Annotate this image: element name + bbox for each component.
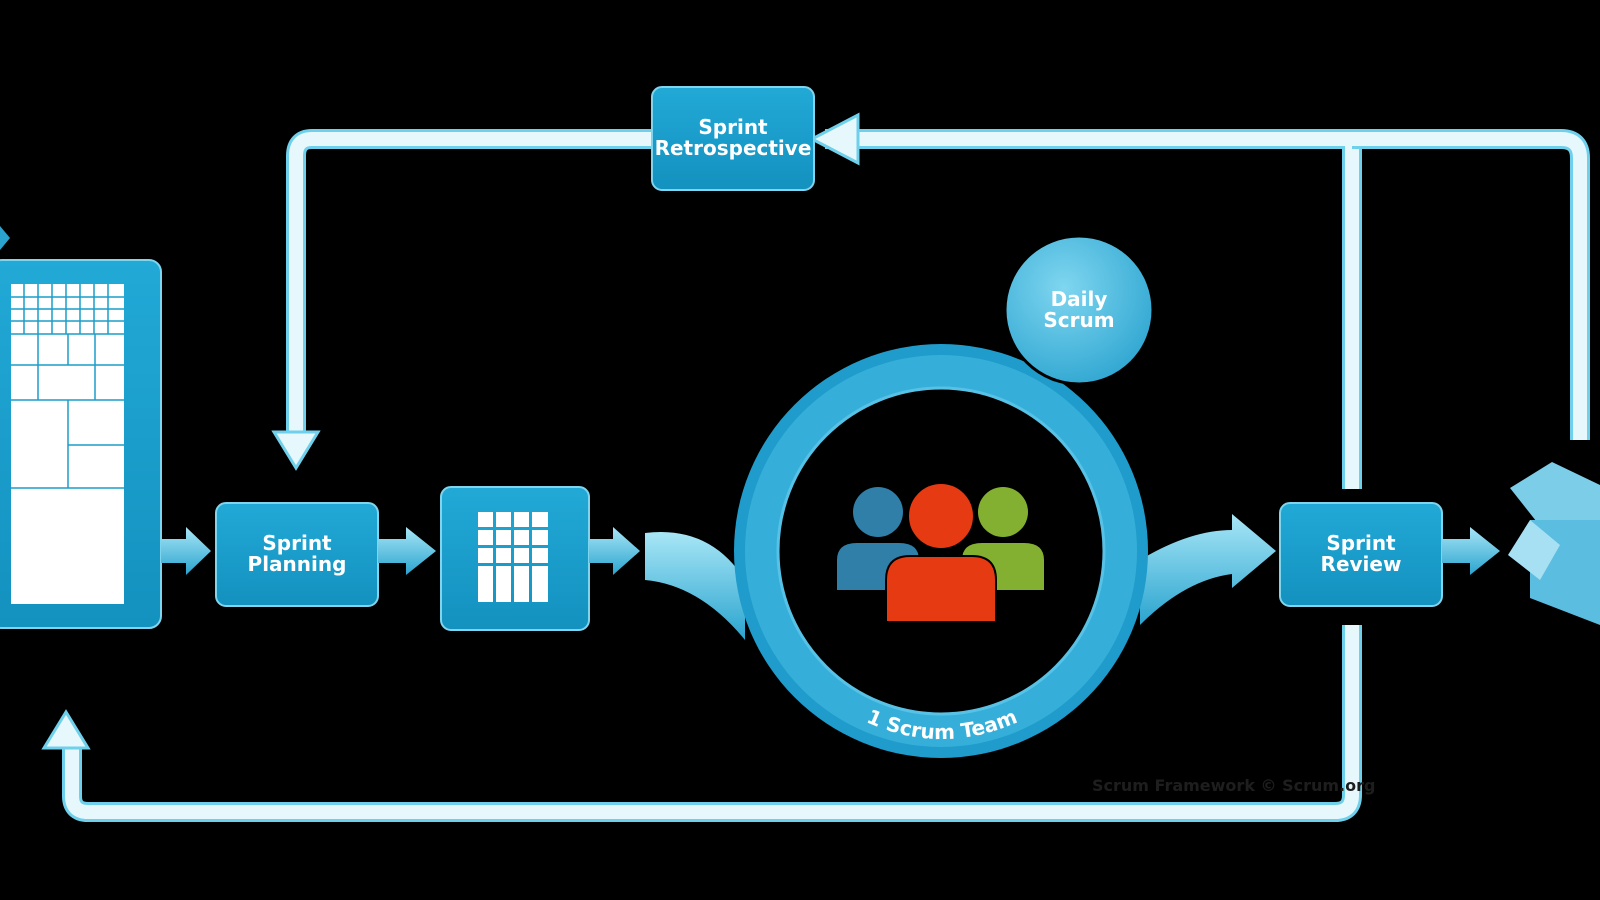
scrum-team-icon bbox=[837, 482, 1044, 623]
sprint-backlog-label: Sprint Backlog bbox=[470, 641, 559, 692]
arrow-backlog-to-planning bbox=[161, 527, 211, 575]
product-backlog-label: Product Backlog bbox=[24, 641, 113, 692]
sprint-backlog-icon bbox=[440, 486, 590, 631]
copyright-credit: Scrum Framework © Scrum.org bbox=[1092, 776, 1376, 795]
retrospective-loop-arrow bbox=[271, 112, 1590, 489]
daily-scrum-label: Daily Scrum bbox=[1043, 287, 1115, 332]
arrow-planning-to-sprint-backlog bbox=[378, 527, 436, 575]
sprint-retrospective-box bbox=[651, 86, 815, 191]
sprint-review-label: Sprint Review bbox=[1320, 531, 1402, 576]
backlog-refinement-loop-arrow bbox=[41, 625, 1362, 822]
sprint-cycle-ring bbox=[734, 344, 1148, 758]
flow-arrows bbox=[161, 527, 1500, 575]
product-backlog-icon bbox=[0, 259, 162, 629]
increment-label: Increm bbox=[1535, 641, 1600, 665]
sprint-retrospective-label: Sprint Retrospective bbox=[654, 115, 812, 160]
arrow-sprint-backlog-out bbox=[589, 527, 640, 575]
increment-cube-icon bbox=[1508, 462, 1600, 625]
sprint-planning-label: Sprint Planning bbox=[247, 531, 347, 576]
sprint-exit-ribbon bbox=[1140, 514, 1276, 625]
partial-arrow-fragment bbox=[0, 226, 10, 250]
sprint-entry-ribbon bbox=[645, 531, 745, 640]
arrow-review-to-increment bbox=[1442, 527, 1500, 575]
daily-scrum-bubble bbox=[1003, 234, 1155, 386]
